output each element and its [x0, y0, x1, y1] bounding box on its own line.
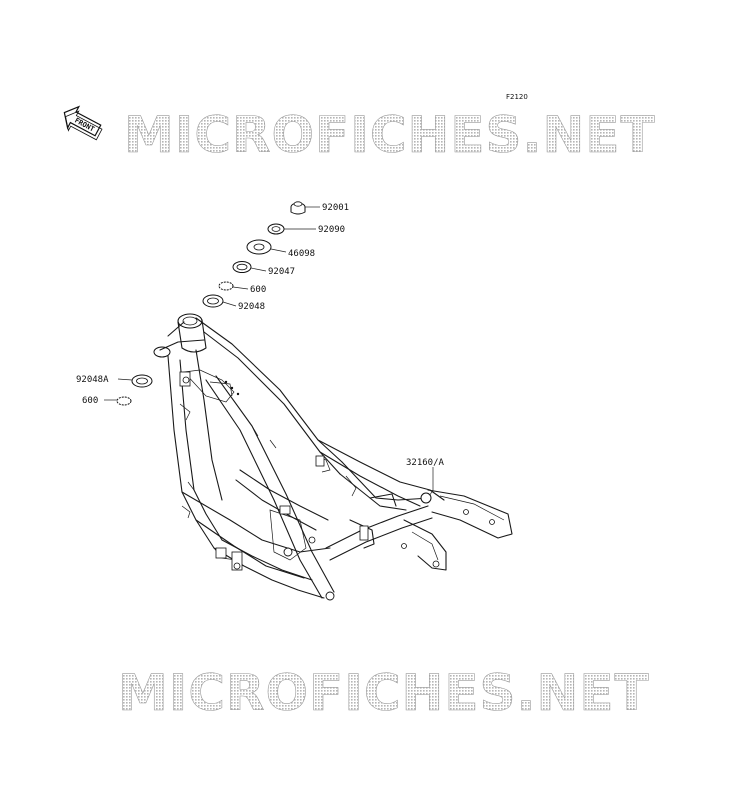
- part-600-circlip-lower: [116, 396, 132, 406]
- part-92047-bearing: [232, 261, 252, 273]
- callout-92047: 92047: [268, 267, 295, 277]
- part-600-circlip-upper: [218, 281, 234, 291]
- figure-code: F2120: [506, 93, 528, 101]
- watermark-bottom: MICROFICHES.NET: [118, 664, 650, 722]
- callout-92048a: 92048A: [76, 375, 109, 385]
- part-92048a-race: [131, 374, 153, 388]
- callout-600-upper: 600: [250, 285, 266, 295]
- part-92048-race: [202, 294, 224, 308]
- front-arrow-icon: FRONT: [63, 105, 103, 141]
- callout-92048: 92048: [238, 302, 265, 312]
- callout-600-lower: 600: [82, 396, 98, 406]
- part-92001-nut: [290, 201, 306, 215]
- watermark-top: MICROFICHES.NET: [124, 106, 656, 164]
- callout-92090: 92090: [318, 225, 345, 235]
- part-92090-washer: [267, 223, 285, 235]
- callout-92001: 92001: [322, 203, 349, 213]
- callout-46098: 46098: [288, 249, 315, 259]
- part-46098-washer: [246, 239, 272, 255]
- motorcycle-frame: [153, 313, 513, 601]
- callout-32160a: 32160/A: [406, 458, 445, 468]
